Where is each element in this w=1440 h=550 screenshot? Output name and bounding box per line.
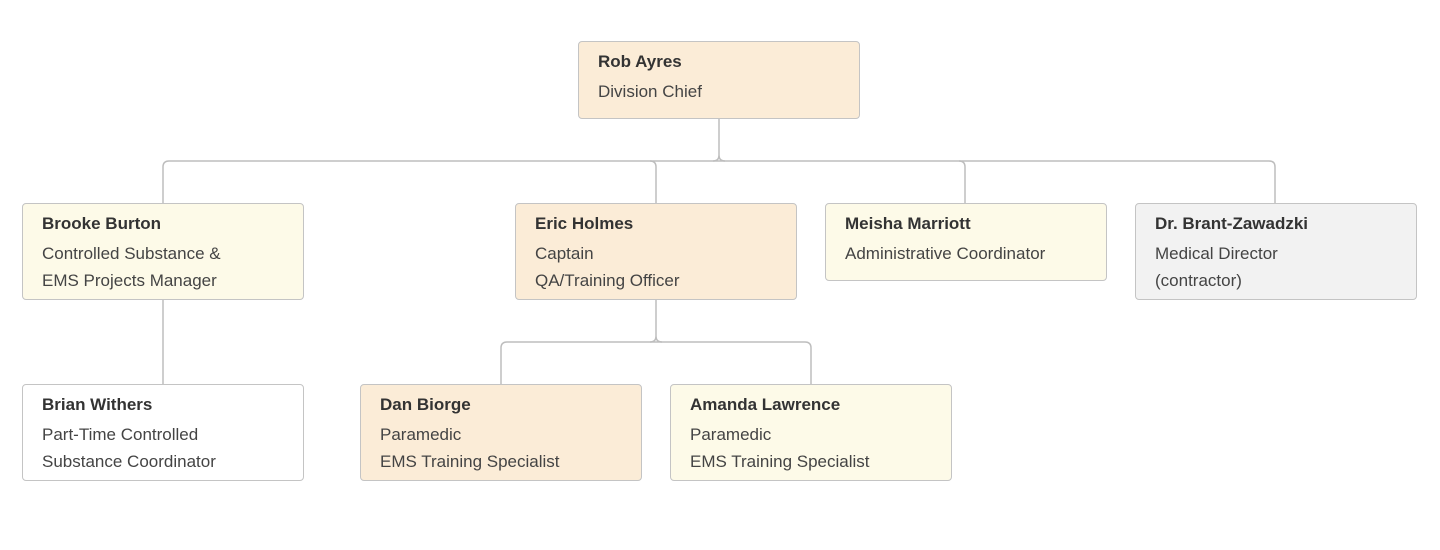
- node-title: QA/Training Officer: [535, 271, 680, 290]
- node-name: Rob Ayres: [598, 52, 682, 71]
- connector-to-eric: [649, 160, 657, 203]
- connector-to-meisha: [958, 160, 966, 203]
- connector-to-dan: [500, 341, 508, 384]
- node-brian-withers[interactable]: Brian Withers Part-Time Controlled Subst…: [22, 384, 304, 481]
- node-brant-zawadzki[interactable]: Dr. Brant-Zawadzki Medical Director (con…: [1135, 203, 1417, 300]
- connector-to-amanda: [804, 341, 812, 384]
- node-name: Dr. Brant-Zawadzki: [1155, 214, 1309, 233]
- node-title: Controlled Substance &: [42, 244, 221, 263]
- node-name: Brian Withers: [42, 395, 153, 414]
- connector-root-stem: [712, 119, 726, 162]
- node-name: Amanda Lawrence: [690, 395, 841, 414]
- node-title: Medical Director: [1155, 244, 1278, 263]
- node-dan-biorge[interactable]: Dan Biorge Paramedic EMS Training Specia…: [360, 384, 642, 481]
- node-title: EMS Training Specialist: [690, 452, 870, 471]
- node-name: Meisha Marriott: [845, 214, 971, 233]
- node-title: Division Chief: [598, 82, 702, 101]
- node-title: Paramedic: [690, 425, 772, 444]
- node-name: Eric Holmes: [535, 214, 634, 233]
- connector-eric-stem: [649, 300, 663, 343]
- node-name: Brooke Burton: [42, 214, 161, 233]
- node-rob-ayres[interactable]: Rob Ayres Division Chief: [578, 41, 860, 119]
- node-amanda-lawrence[interactable]: Amanda Lawrence Paramedic EMS Training S…: [670, 384, 952, 481]
- connector-to-brant: [1268, 160, 1276, 203]
- node-title: Captain: [535, 244, 594, 263]
- node-title: Part-Time Controlled: [42, 425, 199, 444]
- connector-to-brooke: [162, 160, 170, 203]
- node-brooke-burton[interactable]: Brooke Burton Controlled Substance & EMS…: [22, 203, 304, 300]
- node-title: Substance Coordinator: [42, 452, 216, 471]
- node-name: Dan Biorge: [380, 395, 471, 414]
- node-title: Paramedic: [380, 425, 462, 444]
- node-eric-holmes[interactable]: Eric Holmes Captain QA/Training Officer: [515, 203, 797, 300]
- node-title: Administrative Coordinator: [845, 244, 1046, 263]
- node-meisha-marriott[interactable]: Meisha Marriott Administrative Coordinat…: [825, 203, 1107, 281]
- node-title: EMS Projects Manager: [42, 271, 217, 290]
- node-title: (contractor): [1155, 271, 1242, 290]
- node-title: EMS Training Specialist: [380, 452, 560, 471]
